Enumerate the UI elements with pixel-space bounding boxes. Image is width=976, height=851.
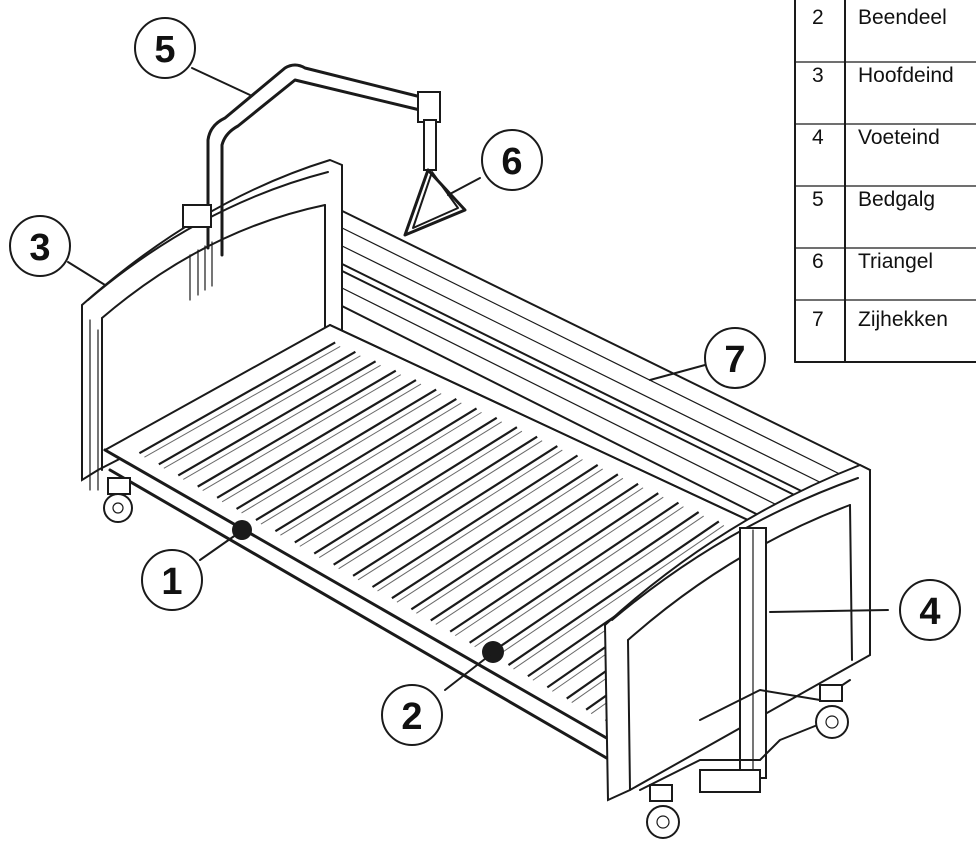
slat (391, 463, 599, 600)
foot-end (603, 463, 871, 802)
callout-5: 5 (134, 17, 196, 79)
legend-text-5: Bedgalg (858, 188, 935, 211)
slat (333, 435, 538, 566)
slat-edge (493, 515, 704, 659)
slat (488, 511, 700, 655)
slat (469, 501, 680, 644)
slat (197, 369, 397, 488)
legend-num-3: 3 (812, 64, 824, 87)
legend-text-6: Triangel (858, 250, 933, 273)
slat (138, 341, 336, 455)
triangle-handle (403, 168, 467, 237)
wheel-icon (103, 477, 133, 523)
slat-edge (513, 525, 725, 670)
slat (294, 416, 498, 544)
slats (138, 341, 826, 726)
slat-edge (435, 487, 644, 625)
motor-icon (232, 520, 252, 540)
callout-4-number: 4 (919, 591, 940, 633)
slat-edge (318, 430, 523, 558)
slat-edge (357, 449, 563, 581)
slat-edge (144, 345, 341, 458)
legend-num-4: 4 (812, 126, 824, 149)
callout-3: 3 (9, 215, 71, 277)
callout-2: 2 (381, 684, 443, 746)
slat (313, 426, 518, 555)
legend-num-5: 5 (812, 188, 824, 211)
slat (410, 473, 619, 611)
slat (255, 398, 457, 522)
wheel-icon (815, 684, 849, 739)
callout-6: 6 (481, 129, 543, 191)
slat-edge (202, 374, 402, 492)
slat-edge (183, 364, 381, 480)
slat-edge (377, 459, 583, 592)
slat (449, 492, 659, 633)
slat-edge (454, 496, 664, 637)
slat-edge (280, 411, 482, 536)
slat (235, 388, 437, 510)
slat (430, 482, 639, 622)
legend-num-7: 7 (812, 308, 824, 331)
legend-text-2: Beendeel (858, 6, 947, 29)
slat (371, 454, 579, 588)
callout-1-number: 1 (161, 561, 182, 603)
legend-num-2: 2 (812, 6, 824, 29)
slat-edge (416, 477, 624, 614)
slat-edge (299, 421, 502, 547)
slat (158, 350, 356, 466)
head-end (81, 158, 343, 491)
slat-edge (163, 355, 361, 469)
callout-4: 4 (899, 579, 961, 641)
slat (352, 445, 558, 577)
callout-3-number: 3 (29, 227, 50, 269)
legend-text-3: Hoofdeind (858, 64, 954, 87)
callout-5-number: 5 (154, 29, 175, 71)
slat-edge (260, 402, 462, 525)
slat (274, 407, 478, 533)
slat-edge (338, 440, 543, 570)
callout-1: 1 (141, 549, 203, 611)
slat (177, 360, 377, 477)
leader-lines (67, 67, 889, 691)
callout-7: 7 (704, 327, 766, 389)
legend-text-4: Voeteind (858, 126, 940, 149)
legend-table: 2 Beendeel 3 Hoofdeind 4 Voeteind 5 Bedg… (794, 0, 976, 363)
slat-edge (396, 468, 603, 603)
callout-2-number: 2 (401, 696, 422, 738)
wheel-icon (646, 784, 680, 839)
slat (216, 379, 417, 499)
slat-edge (221, 383, 422, 503)
slat-edge (241, 393, 442, 514)
callout-6-number: 6 (501, 141, 522, 183)
slat (507, 520, 720, 666)
legend-text-7: Zijhekken (858, 308, 948, 331)
bed-pole (182, 63, 441, 257)
slat-edge (474, 506, 684, 648)
legend-num-6: 6 (812, 250, 824, 273)
callout-7-number: 7 (724, 339, 745, 381)
